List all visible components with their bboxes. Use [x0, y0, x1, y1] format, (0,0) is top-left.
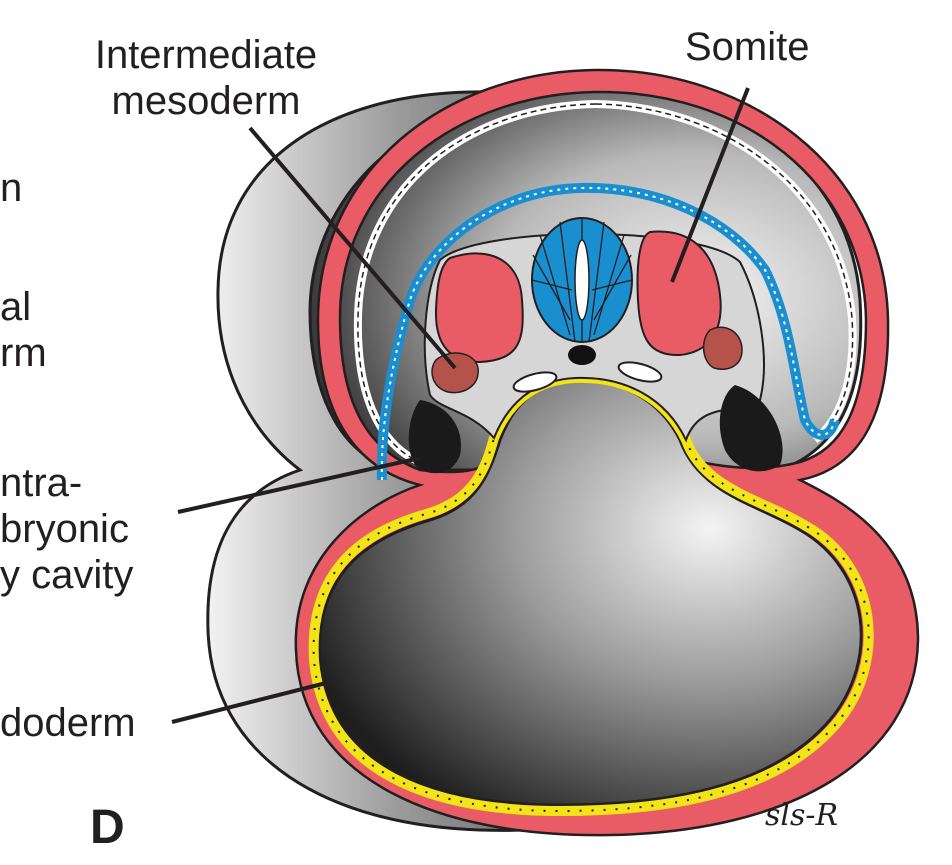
endoderm-layer: [308, 372, 874, 817]
dorsal-aorta-left: [512, 371, 558, 393]
ectoderm-layer: [376, 182, 840, 481]
leader-intraembryonic-cavity: [177, 456, 421, 514]
label-intraembryonic-cavity-line2: bryonic: [0, 507, 129, 551]
label-intermediate-mesoderm-line1: Intermediate: [94, 33, 318, 77]
leader-lines: [171, 87, 750, 724]
leader-endoderm: [171, 680, 331, 724]
leader-somite: [670, 87, 750, 283]
label-intraembryonic-cavity-line1: ntra-: [0, 461, 83, 505]
intermediate-mesoderm-right: [702, 326, 743, 370]
label-fragment-middle-line2: rm: [0, 331, 47, 375]
label-fragment-middle: al rm: [0, 284, 47, 376]
somite-left: [434, 252, 524, 364]
label-intraembryonic-cavity: ntra- bryonic y cavity: [0, 460, 133, 598]
dorsal-aorta-right: [617, 361, 663, 383]
label-intermediate-mesoderm: Intermediate mesoderm: [70, 32, 342, 124]
leader-intermediate-mesoderm: [248, 126, 457, 370]
neural-canal: [574, 239, 590, 321]
label-intraembryonic-cavity-line3: y cavity: [0, 553, 134, 597]
label-intermediate-mesoderm-line2: mesoderm: [111, 79, 301, 123]
yolk-sac-cavity: [318, 378, 863, 807]
panel-letter: D: [90, 801, 125, 854]
label-somite: Somite: [685, 25, 810, 69]
artist-signature: sls-R: [765, 798, 839, 833]
notochord: [568, 345, 596, 365]
label-endoderm: doderm: [0, 701, 136, 745]
label-fragment-middle-line1: al: [0, 285, 32, 329]
intermediate-mesoderm-left: [431, 352, 479, 394]
somite-right: [636, 230, 722, 357]
intraembryonic-cavity-right: [719, 385, 783, 472]
intraembryonic-cavity-left: [408, 400, 461, 474]
label-fragment-top: n: [0, 166, 23, 210]
